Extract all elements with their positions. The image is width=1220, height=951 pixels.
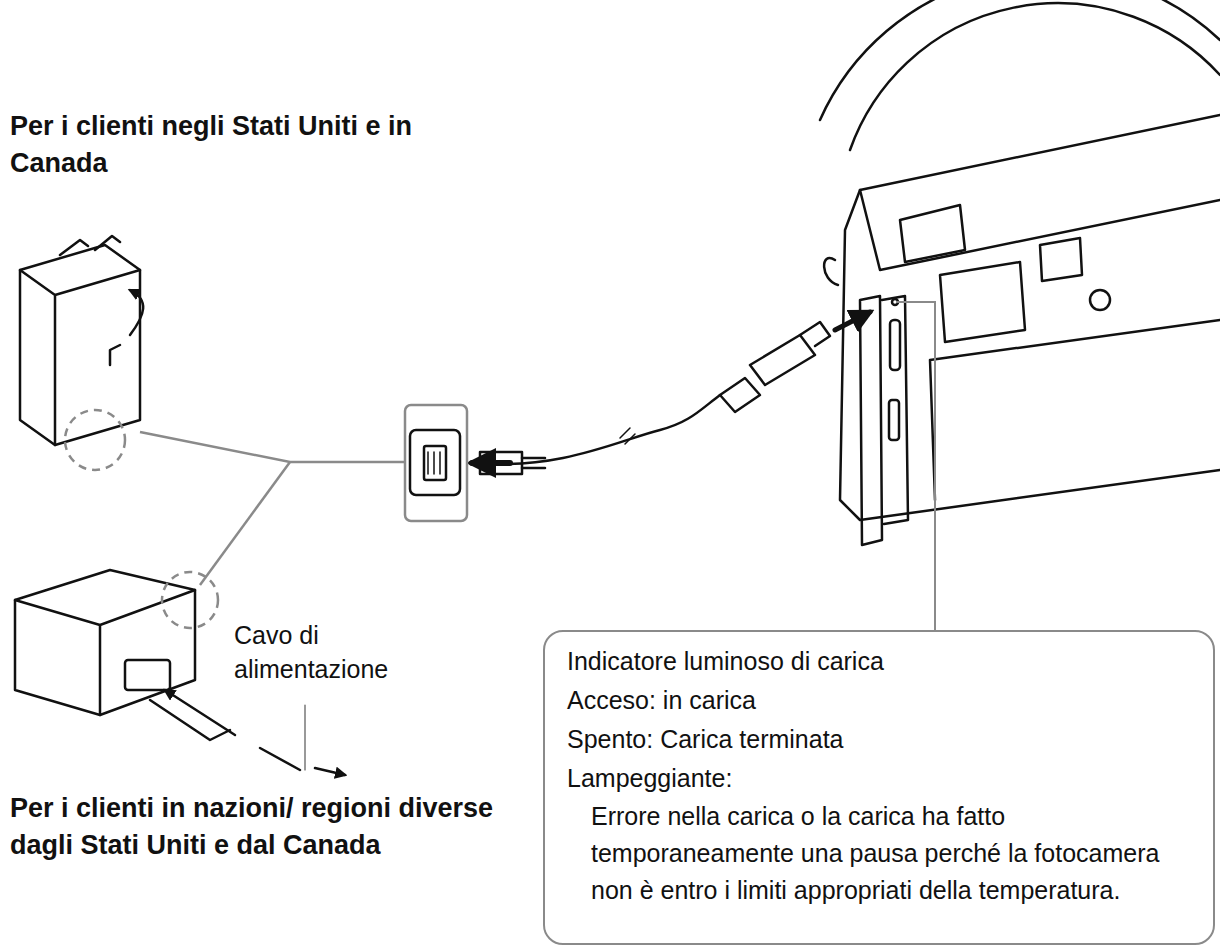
region-heading: Per i clienti negli Stati Uniti e in Can… [10,108,510,182]
callout-box: Indicatore luminoso di caricaAcceso: in … [543,630,1215,945]
callout-text: Spento: Carica terminata [567,720,1195,759]
callout-text: Acceso: in carica [567,681,1195,720]
callout-title: Indicatore luminoso di carica [567,642,1195,681]
callout-text: Lampeggiante: [567,759,1195,798]
cable-label: Cavo di alimentazione [234,618,444,686]
region-heading: Per i clienti in nazioni/ regioni divers… [10,790,530,864]
callout-text: Errore nella carica o la carica ha fatto… [567,798,1195,909]
